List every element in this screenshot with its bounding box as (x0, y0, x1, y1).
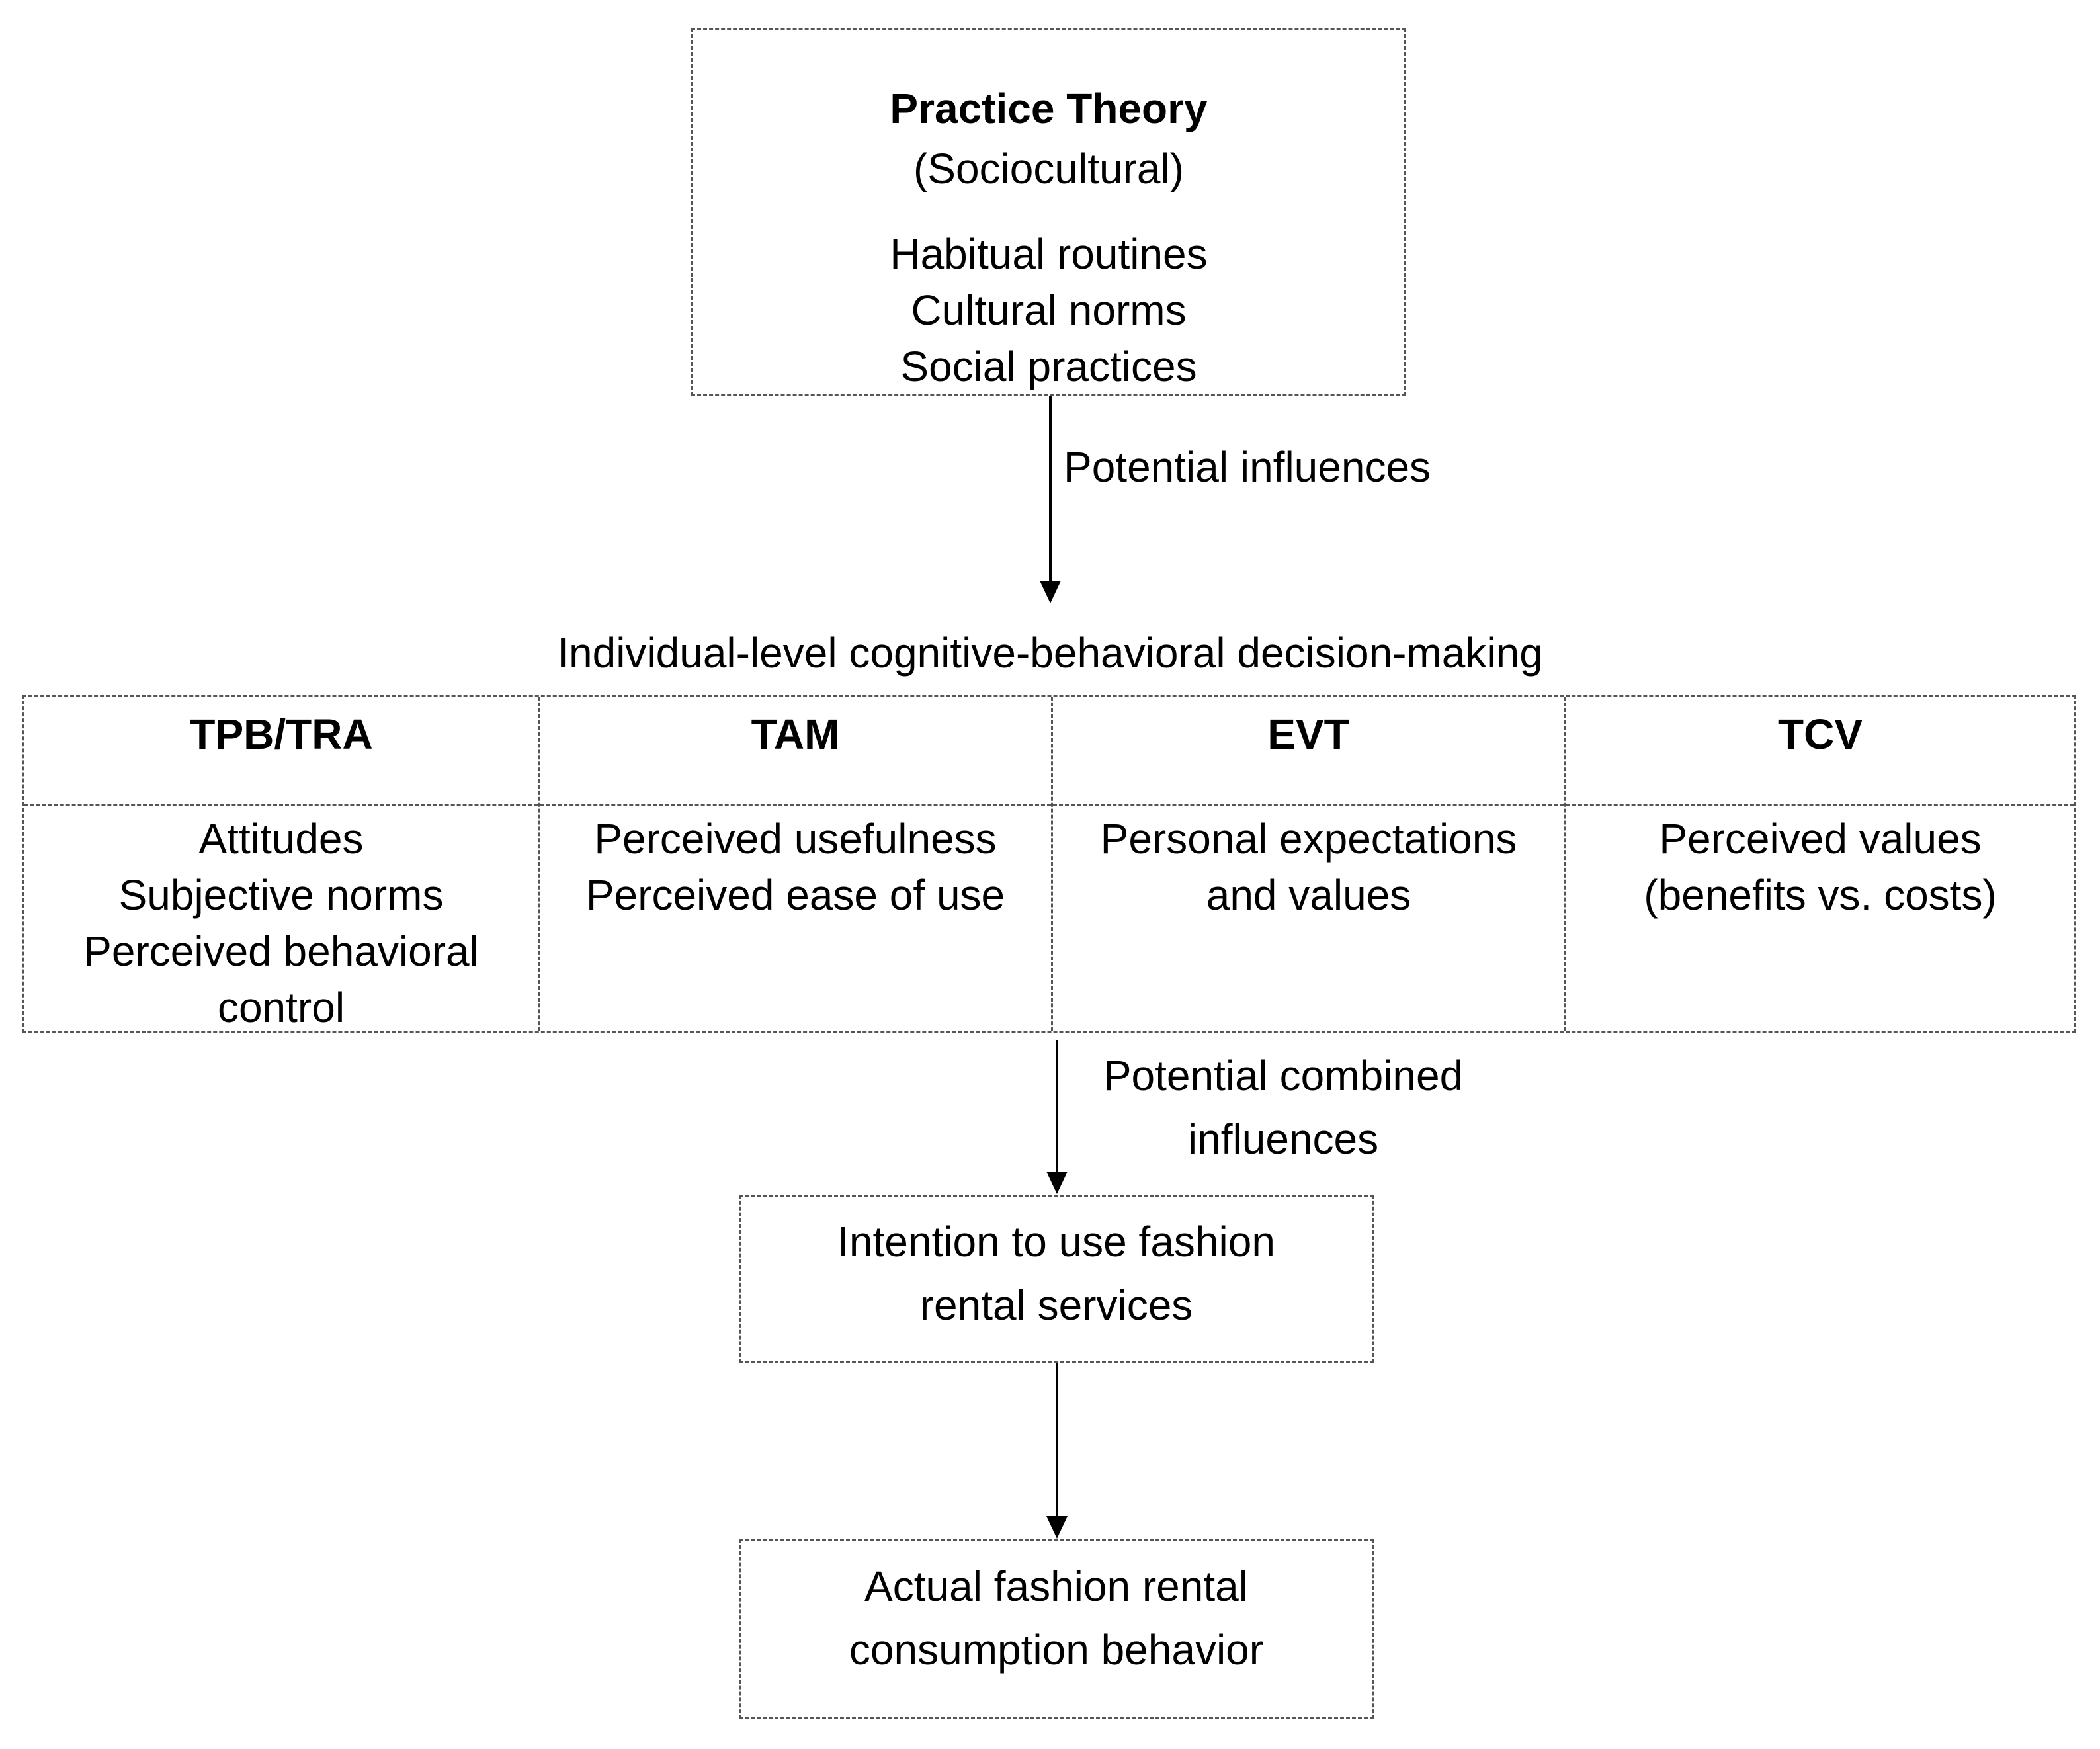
theory-column-evt: EVT Personal expectations and values (1051, 697, 1564, 1031)
behavior-box: Actual fashion rental consumption behavi… (739, 1539, 1374, 1719)
theory-column-tpb-tra: TPB/TRA Attitudes Subjective norms Perce… (24, 697, 538, 1031)
arrow-table-to-intention (1046, 1040, 1068, 1194)
theory-column-tam: TAM Perceived usefulness Perceived ease … (538, 697, 1051, 1031)
construct-line: Attitudes (198, 815, 364, 863)
arrow-label-combined-influences: Potential combined influences (1085, 1044, 1482, 1171)
intention-text: Intention to use fashion rental services (741, 1210, 1372, 1337)
individual-level-label: Individual-level cognitive-behavioral de… (557, 629, 1543, 677)
practice-item: Habitual routines (890, 230, 1208, 278)
practice-theory-title: Practice Theory (890, 85, 1208, 132)
construct-line: Perceived behavioral (83, 927, 479, 975)
arrow-label-potential-influences: Potential influences (1064, 443, 1431, 491)
theory-table: TPB/TRA Attitudes Subjective norms Perce… (22, 695, 2076, 1033)
theory-column-tcv: TCV Perceived values (benefits vs. costs… (1564, 697, 2074, 1031)
construct-line: and values (1206, 871, 1411, 919)
intention-line: Intention to use fashion (837, 1218, 1275, 1265)
construct-line: (benefits vs. costs) (1644, 871, 1997, 919)
theory-constructs: Personal expectations and values (1053, 806, 1564, 1031)
construct-line: Personal expectations (1100, 815, 1517, 863)
construct-line: control (217, 984, 345, 1031)
construct-line: Perceived usefulness (594, 815, 997, 863)
construct-line: Subjective norms (118, 871, 444, 919)
theory-header: TPB/TRA (24, 697, 538, 806)
practice-theory-items: Habitual routines Cultural norms Social … (693, 226, 1404, 395)
combined-label-line: influences (1187, 1115, 1379, 1163)
construct-line: Perceived values (1659, 815, 1982, 863)
behavior-text: Actual fashion rental consumption behavi… (741, 1555, 1372, 1682)
theory-header: TCV (1566, 697, 2074, 806)
arrow-intention-to-behavior (1046, 1363, 1068, 1539)
practice-theory-box: Practice Theory (Sociocultural) Habitual… (691, 28, 1406, 396)
behavior-line: Actual fashion rental (864, 1562, 1248, 1610)
theory-header: TAM (540, 697, 1051, 806)
behavior-line: consumption behavior (849, 1626, 1264, 1674)
arrow-practice-to-level (1040, 396, 1061, 603)
practice-item: Social practices (900, 343, 1197, 390)
practice-theory-subtitle: (Sociocultural) (913, 145, 1185, 192)
practice-item: Cultural norms (911, 286, 1187, 334)
intention-line: rental services (919, 1281, 1193, 1329)
construct-line: Perceived ease of use (585, 871, 1005, 919)
intention-box: Intention to use fashion rental services (739, 1195, 1374, 1363)
theory-constructs: Perceived values (benefits vs. costs) (1566, 806, 2074, 1031)
theory-header: EVT (1053, 697, 1564, 806)
theory-constructs: Attitudes Subjective norms Perceived beh… (24, 806, 538, 1031)
combined-label-line: Potential combined (1103, 1052, 1464, 1099)
theory-constructs: Perceived usefulness Perceived ease of u… (540, 806, 1051, 1031)
